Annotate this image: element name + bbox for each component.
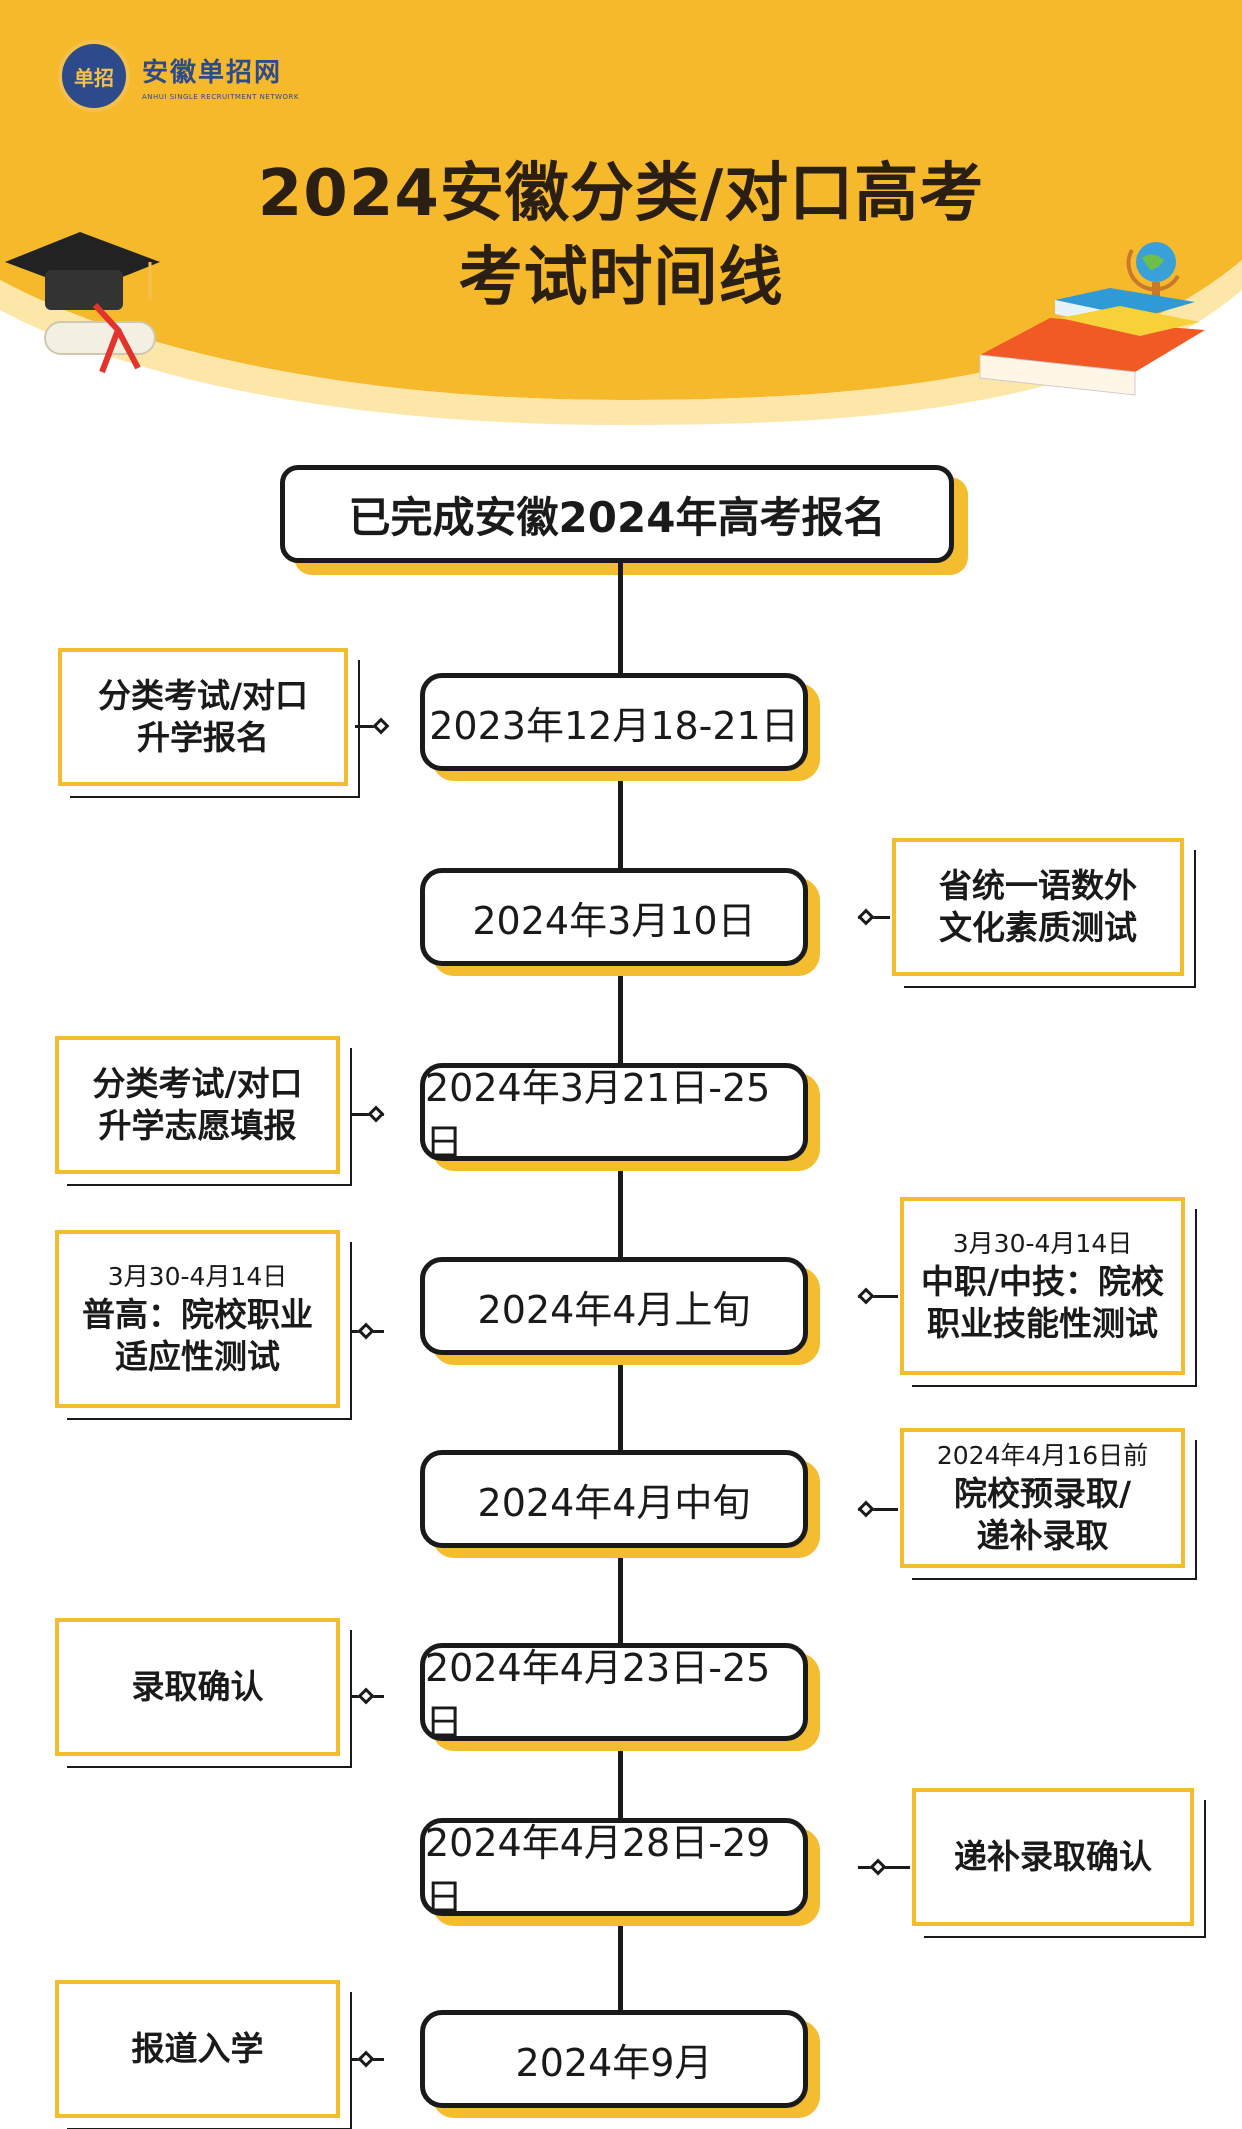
connector-diamond-icon (367, 1105, 385, 1123)
logo-subtitle: ANHUI SINGLE RECRUITMENT NETWORK (142, 92, 299, 101)
note-line: 递补录取 (976, 1516, 1109, 1555)
page-title-line2: 考试时间线 (458, 241, 784, 315)
connector-diamond-icon (869, 1858, 887, 1876)
timeline-date-5: 2024年4月中旬 (420, 1450, 808, 1548)
note-line: 分类考试/对口 (92, 1064, 303, 1103)
timeline-date-6: 2024年4月23日-25日 (420, 1643, 808, 1745)
note-line: 分类考试/对口 (97, 676, 309, 715)
connector (350, 1113, 384, 1116)
note-date-small: 2024年4月16日前 (936, 1441, 1149, 1470)
timeline-date-7: 2024年4月28日-29日 (420, 1818, 808, 1920)
connector-diamond-icon (857, 908, 875, 926)
note-line: 普高：院校职业 (82, 1295, 313, 1334)
note-line: 中职/中技：院校 (920, 1262, 1165, 1301)
diploma-scroll-icon (44, 302, 156, 374)
timeline-note-5: 2024年4月16日前 院校预录取/ 递补录取 (900, 1428, 1185, 1568)
timeline-note-4-left: 3月30-4月14日 普高：院校职业 适应性测试 (55, 1230, 340, 1408)
timeline-note-6: 录取确认 (55, 1618, 340, 1756)
logo-badge: 单招 (58, 40, 130, 112)
header-wave-background (0, 0, 1242, 425)
note-line: 报道入学 (131, 2029, 264, 2068)
connector-diamond-icon (372, 717, 390, 735)
timeline-note-7: 递补录取确认 (912, 1788, 1194, 1926)
note-line: 递补录取确认 (954, 1837, 1152, 1876)
timeline-date-8: 2024年9月 (420, 2010, 808, 2108)
connector (858, 1508, 898, 1511)
connector-diamond-icon (357, 2050, 375, 2068)
connector (858, 1295, 898, 1298)
timeline-date-1: 2023年12月18-21日 (420, 673, 808, 771)
connector-diamond-icon (857, 1287, 875, 1305)
timeline-note-1: 分类考试/对口 升学报名 (58, 648, 348, 786)
timeline-note-8: 报道入学 (55, 1980, 340, 2118)
note-line: 录取确认 (131, 1667, 264, 1706)
timeline-date-4: 2024年4月上旬 (420, 1257, 808, 1355)
header: 单招 安徽单招网 ANHUI SINGLE RECRUITMENT NETWOR… (0, 0, 1242, 430)
timeline-note-3: 分类考试/对口 升学志愿填报 (55, 1036, 340, 1174)
note-line: 职业技能性测试 (927, 1304, 1158, 1343)
timeline-date-2: 2024年3月10日 (420, 868, 808, 966)
books-stack-icon (979, 288, 1205, 396)
note-date-small: 3月30-4月14日 (952, 1229, 1133, 1258)
page-title-line1: 2024安徽分类/对口高考 (257, 157, 985, 231)
note-line: 省统一语数外 (939, 866, 1137, 905)
connector-diamond-icon (857, 1500, 875, 1518)
note-line: 升学志愿填报 (98, 1106, 297, 1145)
note-line: 院校预录取/ (953, 1474, 1132, 1513)
note-line: 升学报名 (137, 718, 269, 757)
connector-diamond-icon (357, 1322, 375, 1340)
globe-icon (1126, 242, 1180, 302)
logo-name: 安徽单招网 (142, 57, 283, 88)
registration-complete-box: 已完成安徽2024年高考报名 (280, 465, 954, 563)
graduation-cap-icon (5, 232, 160, 310)
connector (355, 725, 385, 728)
connector-diamond-icon (357, 1687, 375, 1705)
timeline-date-3: 2024年3月21日-25日 (420, 1063, 808, 1165)
timeline-note-2: 省统一语数外 文化素质测试 (892, 838, 1184, 976)
timeline-note-4-right: 3月30-4月14日 中职/中技：院校 职业技能性测试 (900, 1197, 1185, 1375)
note-date-small: 3月30-4月14日 (107, 1262, 288, 1291)
note-line: 适应性测试 (115, 1337, 280, 1376)
connector (858, 916, 890, 919)
note-line: 文化素质测试 (939, 908, 1137, 947)
site-logo[interactable]: 单招 安徽单招网 ANHUI SINGLE RECRUITMENT NETWOR… (58, 40, 299, 112)
